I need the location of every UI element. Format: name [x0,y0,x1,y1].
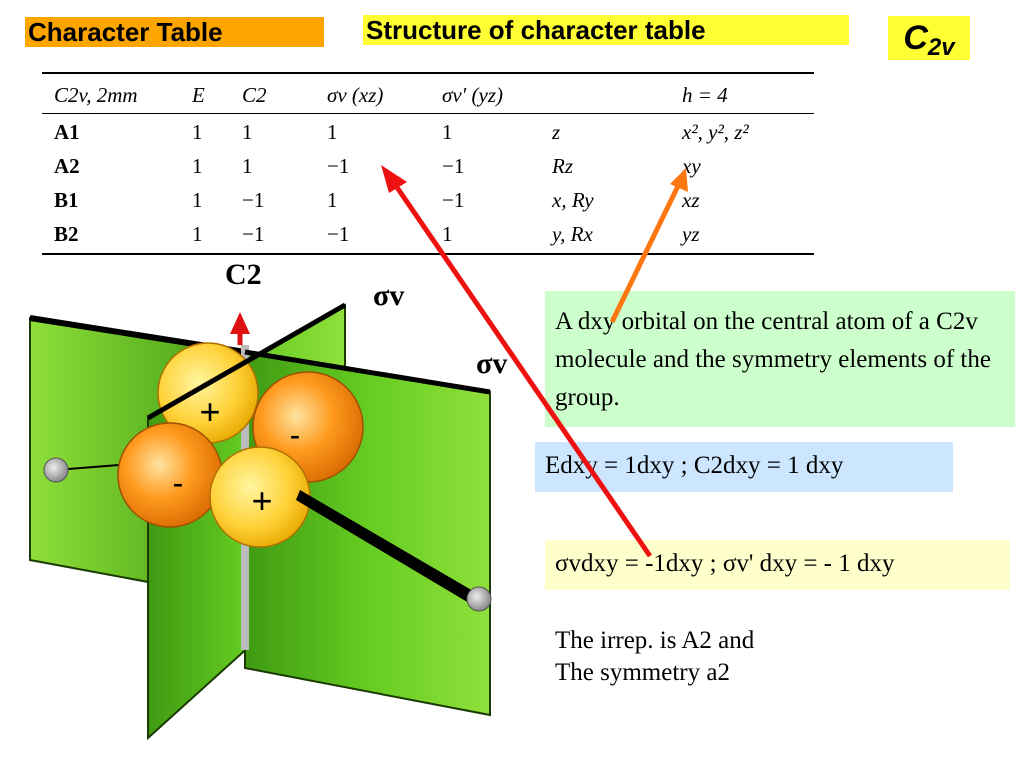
quadratic-cell: xy [682,154,701,178]
header-cell-sigma-v-prime: σv′ (yz) [442,83,504,107]
structure-title: Structure of character table [363,15,849,45]
char-cell: 1 [242,120,253,144]
char-cell: 1 [327,188,338,212]
table-row: A1 1 1 1 1 z x², y², z² [42,114,814,148]
lobe-left-minus [117,422,223,528]
irrep-line-1: The irrep. is A2 and [555,627,755,654]
header-cell-c2: C2 [242,83,267,107]
bond-right [296,490,480,606]
char-cell: −1 [442,154,465,178]
arrowhead-red [381,165,407,193]
linear-cell: x, Ry [552,188,594,212]
char-cell: 1 [327,120,338,144]
irrep-cell: A2 [54,154,80,178]
arrow-to-xy [609,184,681,324]
char-cell: 1 [192,154,203,178]
char-cell: 1 [242,154,253,178]
char-cell: −1 [327,222,350,246]
header-cell-sigma-v: σv (xz) [327,83,384,107]
header-cell-e: E [192,83,205,107]
point-group-sub: 2v [927,34,955,61]
quadratic-cell: xz [682,188,700,212]
irrep-line-2: The symmetry a2 [555,659,730,686]
table-row: A2 1 1 −1 −1 Rz xy [42,148,814,182]
character-table: C2v, 2mm E C2 σv (xz) σv′ (yz) h = 4 A1 … [42,72,814,255]
char-cell: −1 [442,188,465,212]
linear-cell: y, Rx [552,222,593,246]
linear-cell: Rz [552,154,573,178]
ligand-atom-right [466,586,492,612]
arrowhead-orange [670,168,688,192]
identity-c2-equation: Edxy = 1dxy ; C2dxy = 1 dxy [535,442,953,492]
char-cell: 1 [442,120,453,144]
c2-arrowhead [230,312,250,334]
char-cell: 1 [192,188,203,212]
header-cell-order: h = 4 [682,83,728,107]
linear-cell: z [552,120,561,144]
character-table-title: Character Table [25,17,324,47]
irrep-cell: B1 [54,188,79,212]
table-row: B2 1 −1 −1 1 y, Rx yz [42,216,814,250]
point-group-main: C [903,19,928,57]
lobe-sign: + [199,391,220,432]
plane-edge-diagonal [146,302,347,421]
quadratic-cell: yz [682,222,700,246]
table-bottom-rule [42,253,814,255]
char-cell: −1 [327,154,350,178]
lobe-sign: - [290,417,301,453]
arrow-to-a2-sigma [391,181,653,558]
table-row: B1 1 −1 1 −1 x, Ry xz [42,182,814,216]
lobe-sign: + [251,480,272,521]
sigma-equation: σvdxy = -1dxy ; σv' dxy = - 1 dxy [545,540,1010,590]
irrep-cell: A1 [54,120,80,144]
sigma-v-label: σv [373,279,404,312]
char-cell: 1 [192,222,203,246]
lobe-sign: - [173,465,184,501]
plane-edge-right [244,349,491,395]
point-group-label: C2v [888,16,970,61]
table-top-rule [42,72,814,74]
char-cell: −1 [242,188,265,212]
char-cell: −1 [242,222,265,246]
table-header-row: C2v, 2mm E C2 σv (xz) σv′ (yz) h = 4 [42,77,814,113]
char-cell: 1 [192,120,203,144]
char-cell: 1 [442,222,453,246]
quadratic-cell: x², y², z² [682,120,749,144]
irrep-conclusion: The irrep. is A2 and The symmetry a2 [555,625,935,689]
header-cell-group: C2v, 2mm [54,83,138,107]
ligand-atom-left [43,457,69,483]
c2-label: C2 [225,258,262,291]
irrep-cell: B2 [54,222,79,246]
sigma-v-prime-label: σv [476,347,507,380]
table-header-rule [42,113,814,114]
description-box: A dxy orbital on the central atom of a C… [545,291,1015,427]
